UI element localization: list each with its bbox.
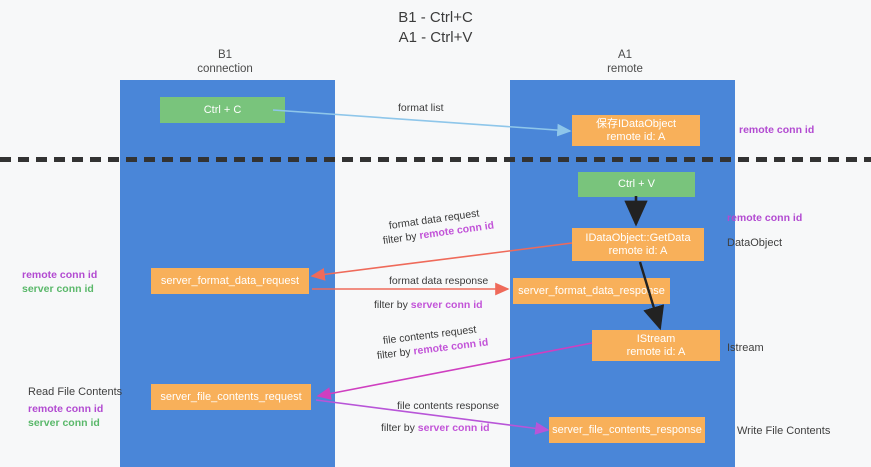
box-ctrl-v[interactable]: Ctrl + V <box>578 172 695 197</box>
column-header-b1-name: B1 <box>217 49 233 61</box>
label-filter-prefix-1: filter by <box>382 229 421 247</box>
label-filter-tag-server-conn-id-1: server conn id <box>410 299 483 311</box>
annotation-left-server-conn-id-low: server conn id <box>28 417 100 429</box>
box-ctrl-c[interactable]: Ctrl + C <box>160 97 285 123</box>
annotation-remote-conn-id-top: remote conn id <box>739 123 814 137</box>
title-line-1: B1 - Ctrl+C <box>398 9 473 26</box>
annotation-remote-conn-id-top-text: remote conn id <box>739 124 815 136</box>
box-dataobject-remote[interactable]: 保存IDataObject remote id: A <box>572 115 700 146</box>
label-filter-prefix-3: filter by <box>376 345 415 362</box>
box-istream-line2: remote id: A <box>626 345 686 358</box>
annotation-read-file-contents: Read File Contents <box>28 386 123 398</box>
annotation-left-remote-conn-id-mid: remote conn id <box>22 269 98 281</box>
box-server-format-data-request-label: server_format_data_request <box>160 274 300 287</box>
box-getdata[interactable]: IDataObject::GetData remote id: A <box>572 228 704 261</box>
title-line-2: A1 - Ctrl+V <box>398 29 473 46</box>
label-filter-tag-server-conn-id-2: server conn id <box>417 422 490 434</box>
box-dataobject-remote-line2: remote id: A <box>606 130 666 143</box>
label-format-data-response: format data response <box>389 275 489 287</box>
box-getdata-line1: IDataObject::GetData <box>585 231 691 244</box>
box-istream-line1: IStream <box>636 332 676 345</box>
column-header-a1-role: remote <box>607 63 643 75</box>
annotation-left-remote-conn-id-low: remote conn id <box>28 403 104 415</box>
column-header-a1: A1 remote <box>560 48 690 76</box>
label-format-data-response-filter: filter by server conn id <box>374 298 483 312</box>
label-file-contents-response-filter: filter by server conn id <box>381 421 490 435</box>
page-title: B1 - Ctrl+C A1 - Ctrl+V <box>0 8 871 48</box>
box-server-file-contents-request[interactable]: server_file_contents_request <box>151 384 311 410</box>
label-filter-prefix-2: filter by <box>374 299 411 311</box>
label-filter-prefix-4: filter by <box>381 422 418 434</box>
annotation-remote-conn-id-mid: remote conn id <box>727 211 802 225</box>
box-ctrl-c-label: Ctrl + C <box>203 103 242 116</box>
box-ctrl-v-label: Ctrl + V <box>618 178 655 190</box>
column-header-b1: B1 connection <box>145 48 305 76</box>
box-server-format-data-response-label: server_format_data_response <box>518 284 665 297</box>
annotation-left-ids-low: remote conn id server conn id <box>28 402 103 430</box>
annotation-remote-conn-id-mid-text: remote conn id <box>727 212 803 224</box>
annotation-left-ids-mid: remote conn id server conn id <box>22 268 97 296</box>
box-dataobject-remote-line1: 保存IDataObject <box>595 117 677 130</box>
column-header-a1-name: A1 <box>617 49 633 61</box>
annotation-dataobject: DataObject <box>727 237 783 249</box>
box-getdata-line2: remote id: A <box>608 244 668 257</box>
annotation-write-file-contents: Write File Contents <box>737 425 831 437</box>
box-server-format-data-request[interactable]: server_format_data_request <box>151 268 309 294</box>
phase-separator-divider <box>0 157 871 162</box>
label-format-list: format list <box>398 102 444 114</box>
box-server-file-contents-response-label: server_file_contents_response <box>552 423 702 436</box>
box-istream[interactable]: IStream remote id: A <box>592 330 720 361</box>
box-server-format-data-response[interactable]: server_format_data_response <box>513 278 670 304</box>
label-file-contents-response: file contents response <box>397 400 500 412</box>
box-server-file-contents-response[interactable]: server_file_contents_response <box>549 417 705 443</box>
box-server-file-contents-request-label: server_file_contents_request <box>160 390 302 403</box>
annotation-istream: Istream <box>727 342 764 354</box>
annotation-left-server-conn-id-mid: server conn id <box>22 283 94 295</box>
column-header-b1-role: connection <box>197 63 253 75</box>
